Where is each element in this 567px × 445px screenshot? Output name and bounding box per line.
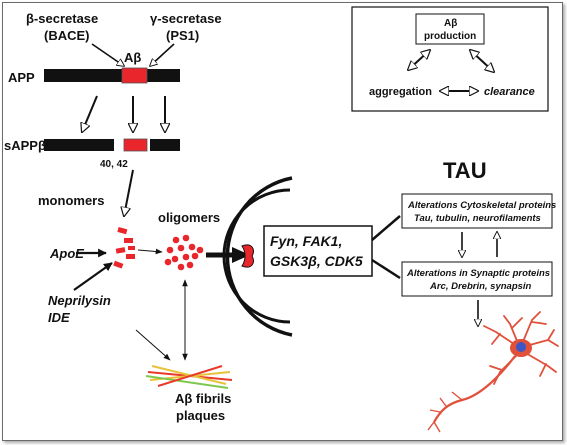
oligomers-label: oligomers	[158, 210, 220, 225]
monomers-label: monomers	[38, 193, 104, 208]
neprilysin-label: Neprilysin	[48, 293, 111, 308]
bace-label: (BACE)	[44, 28, 90, 43]
sapp-label: sAPPβ	[4, 138, 46, 153]
fragment-to-monomers-arrow	[124, 169, 134, 216]
gamma-secretase-label: γ-secretase	[150, 11, 222, 26]
cleavage-sites-label: 40, 42	[100, 159, 128, 170]
clearance-label: clearance	[484, 86, 535, 98]
neprilysin-arrow	[73, 262, 113, 291]
to-fibrils-arrow	[135, 329, 171, 361]
ps1-label: (PS1)	[166, 28, 199, 43]
sapp-abeta-fragment	[123, 138, 148, 152]
sapp-bar	[44, 139, 114, 151]
synapse-outer-membrane	[225, 176, 293, 337]
bace-cleavage-arrow	[91, 43, 124, 66]
abeta-fibrils	[145, 365, 233, 389]
synaptic-line-1: Alterations in Synaptic proteins	[406, 268, 550, 279]
kinases-line-1: Fyn, FAK1,	[270, 233, 342, 249]
production-title-2: production	[424, 31, 476, 42]
aggregation-label: aggregation	[369, 86, 432, 98]
app-abeta-segment	[121, 67, 148, 84]
production-clearance-arrow	[470, 50, 494, 72]
abeta-top-label: Aβ	[124, 50, 141, 65]
fibrils-label: Aβ fibrils	[175, 391, 231, 406]
monomers-to-oligomers-arrow	[137, 248, 163, 255]
kinases-line-2: GSK3β, CDK5	[270, 253, 363, 269]
cytoskeletal-line-2: Tau, tubulin, neurofilaments	[414, 213, 541, 224]
synapse-inner-membrane	[222, 188, 291, 324]
monomers-cluster	[113, 227, 135, 269]
synaptic-alterations-box	[401, 261, 553, 297]
plaques-label: plaques	[176, 408, 225, 423]
apoe-label: ApoE	[49, 246, 84, 261]
beta-secretase-label: β-secretase	[26, 11, 98, 26]
production-box	[415, 13, 485, 45]
kinase-to-synaptic-connector	[371, 258, 401, 280]
synaptic-line-2: Arc, Drebrin, synapsin	[429, 281, 532, 292]
cytoskeletal-alterations-box	[401, 193, 553, 229]
synaptic-receptor	[241, 244, 255, 268]
neuron-illustration	[427, 311, 559, 433]
app-to-sapp-arrow-1	[82, 95, 98, 132]
production-aggregation-arrow	[408, 50, 430, 70]
cytoskeletal-line-1: Alterations Cytoskeletal proteins	[407, 200, 556, 211]
diagram-frame	[2, 2, 563, 441]
sapp-c-terminal-bar	[150, 139, 180, 151]
production-title-1: Aβ	[444, 18, 457, 29]
tau-title: TAU	[443, 158, 487, 183]
ps1-cleavage-arrow	[150, 43, 175, 66]
kinase-to-cytoskeletal-connector	[371, 215, 401, 241]
app-label: APP	[8, 70, 35, 85]
oligomers-cluster	[164, 234, 204, 271]
kinases-box	[263, 225, 373, 277]
oligomers-to-synapse-arrowhead	[232, 247, 250, 263]
ide-label: IDE	[48, 310, 70, 325]
